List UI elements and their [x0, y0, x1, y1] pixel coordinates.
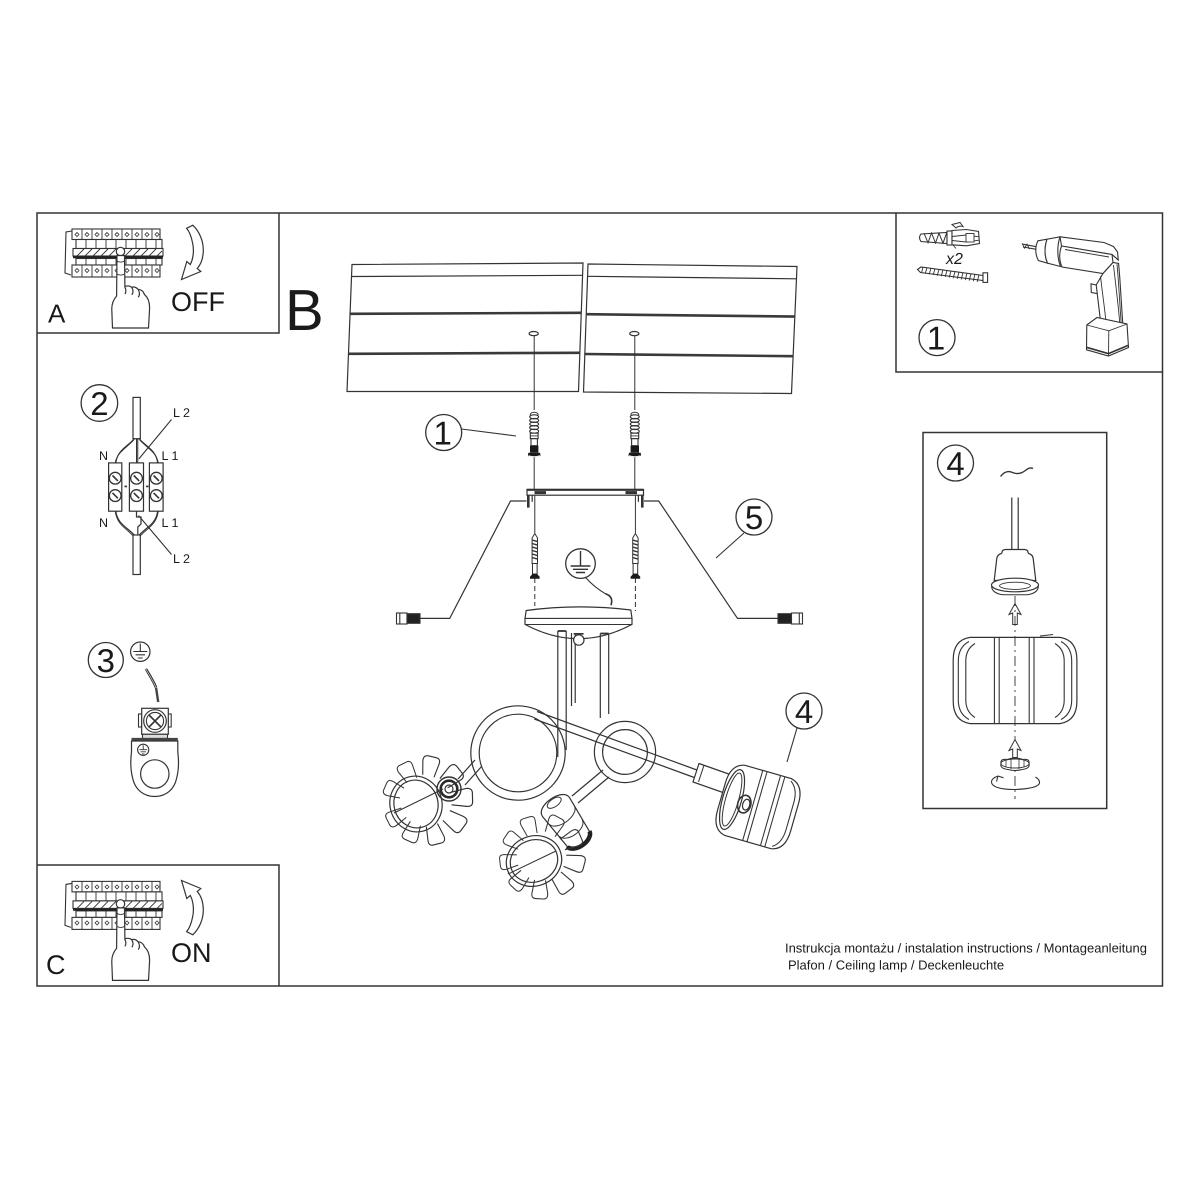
svg-text:4: 4 [795, 693, 813, 730]
svg-text:L 2: L 2 [173, 406, 190, 420]
svg-text:L 2: L 2 [173, 552, 190, 566]
svg-text:B: B [285, 278, 324, 343]
svg-text:3: 3 [97, 642, 115, 679]
svg-text:L 1: L 1 [162, 516, 179, 530]
svg-text:5: 5 [745, 499, 763, 536]
svg-text:C: C [46, 950, 66, 980]
svg-text:N: N [99, 449, 108, 463]
svg-text:Instrukcja montażu / instalati: Instrukcja montażu / instalation instruc… [785, 941, 1147, 956]
svg-text:1: 1 [927, 320, 945, 357]
svg-text:A: A [48, 299, 66, 329]
svg-text:OFF: OFF [171, 287, 225, 317]
svg-text:x2: x2 [945, 251, 963, 268]
svg-text:2: 2 [90, 385, 108, 422]
svg-text:N: N [99, 516, 108, 530]
svg-text:ON: ON [171, 938, 212, 968]
svg-text:L 1: L 1 [162, 449, 179, 463]
svg-text:1: 1 [434, 415, 452, 452]
svg-text:4: 4 [946, 445, 964, 482]
svg-text:Plafon / Ceiling lamp / Decken: Plafon / Ceiling lamp / Deckenleuchte [788, 958, 1004, 973]
